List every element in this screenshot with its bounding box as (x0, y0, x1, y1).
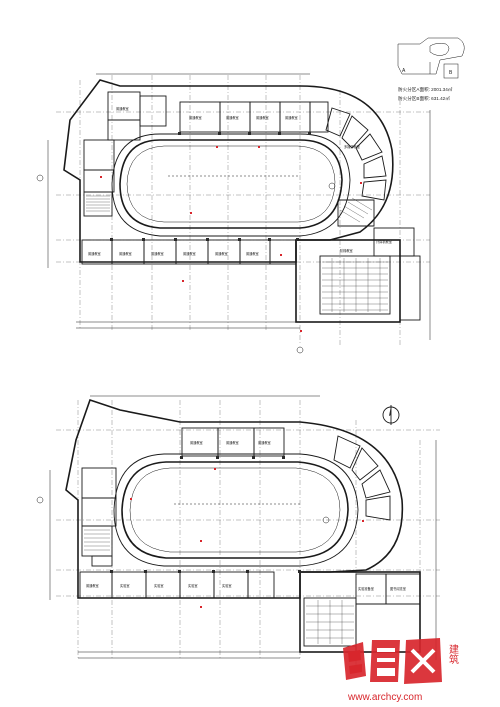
fire-zone-b-note: 防火分区B面积: 631.42㎡ (398, 95, 450, 102)
room-label: 普通教室 (190, 440, 203, 445)
room-label: 普通教室 (256, 115, 269, 120)
room-label: 普通教室 (88, 251, 101, 256)
room-label: 普通教室 (119, 251, 132, 256)
room-label: 图书阅览室 (390, 586, 406, 591)
upper-room-labels: 普通教室 普通教室 普通教室 普通教室 普通教室 普通教室 普通教室 普通教室 … (88, 106, 392, 256)
room-label: 实验室 (120, 583, 130, 588)
room-label: 实验室 (222, 583, 232, 588)
room-label: 普通教室 (86, 583, 99, 588)
room-label: 实验准备室 (358, 586, 374, 591)
room-label: 普通教室 (215, 251, 228, 256)
site-key-plan: A B (397, 37, 465, 79)
room-label: 实验室 (154, 583, 164, 588)
watermark-url: www.archcy.com (347, 692, 422, 703)
lower-floor-plan: 普通教室 普通教室 普通教室 普通教室 实验室 实验室 实验室 实验室 实验准备… (36, 395, 440, 670)
room-label: 普通教室 (285, 115, 298, 120)
watermark-logo (343, 638, 442, 684)
watermark-side-text: 建筑 (447, 643, 459, 664)
room-label: 普通教室 (246, 251, 259, 256)
room-label: 普通教室 (258, 440, 271, 445)
lower-room-labels: 普通教室 普通教室 普通教室 普通教室 实验室 实验室 实验室 实验室 实验准备… (86, 440, 406, 591)
upper-floor-plan: 普通教室 普通教室 普通教室 普通教室 普通教室 普通教室 普通教室 普通教室 … (36, 73, 431, 354)
room-label: 实验室 (188, 583, 198, 588)
room-label: 普通教室 (189, 115, 202, 120)
room-label: 普通教室 (226, 115, 239, 120)
room-label: 阶梯教室 (340, 248, 353, 253)
room-label: 普通教室 (151, 251, 164, 256)
room-label: 多媒体教室 (344, 144, 360, 149)
room-label: 普通教室 (116, 106, 129, 111)
fire-zone-a-note: 防火分区A面积: 2001.34㎡ (398, 86, 453, 93)
room-label: 计算机教室 (376, 239, 392, 244)
north-arrow-icon (382, 405, 400, 425)
site-watermark: 建筑 www.archcy.com (343, 638, 459, 703)
room-label: 普通教室 (226, 440, 239, 445)
site-key-label-a: A (402, 68, 406, 74)
room-label: 普通教室 (183, 251, 196, 256)
site-key-label-b: B (449, 70, 453, 76)
